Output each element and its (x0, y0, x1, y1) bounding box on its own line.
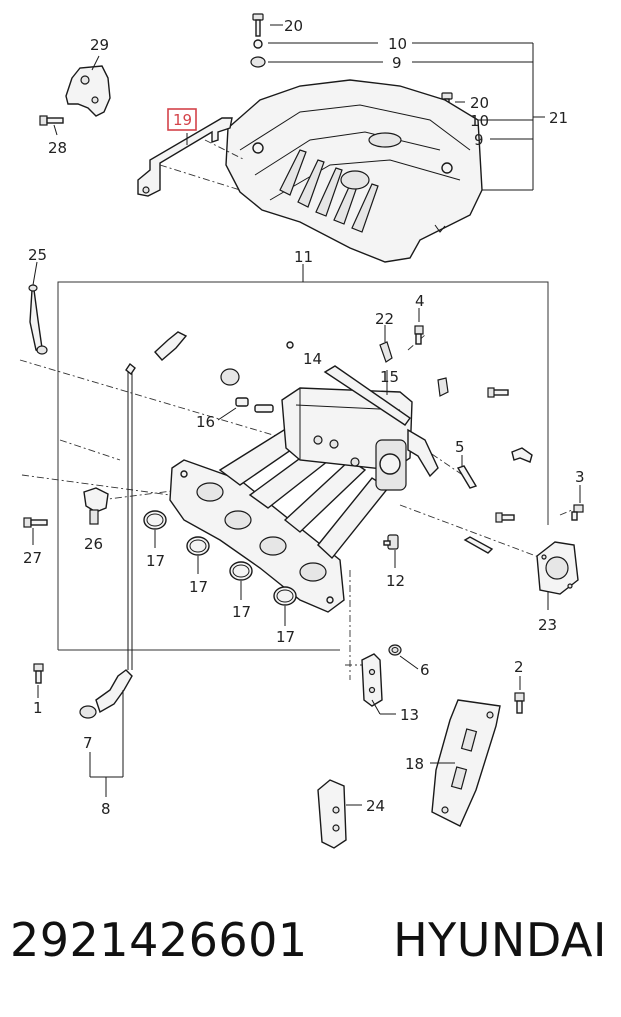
sensor-26 (83, 487, 109, 525)
clip-right (437, 377, 449, 397)
bolt-right-a (487, 387, 509, 398)
bolt-3 (571, 504, 584, 521)
callout-17-c: 17 (232, 603, 251, 621)
callout-13: 13 (400, 706, 419, 724)
callout-4: 4 (415, 292, 425, 310)
bolt-4 (414, 325, 424, 345)
stud-5 (456, 465, 478, 489)
callout-16: 16 (196, 413, 215, 431)
callout-9-right: 9 (474, 131, 484, 149)
callout-14: 14 (303, 350, 322, 368)
callout-29: 29 (90, 36, 109, 54)
harness-25 (28, 284, 48, 355)
callout-15: 15 (380, 368, 399, 386)
callout-12: 12 (386, 572, 405, 590)
plug-caps (220, 341, 294, 386)
callout-17-d: 17 (276, 628, 295, 646)
hose-upper (125, 331, 188, 670)
callout-25: 25 (28, 246, 47, 264)
callout-2: 2 (514, 658, 524, 676)
fitting-right (511, 447, 533, 463)
gaskets-17 (143, 510, 297, 626)
fitting-12 (383, 534, 399, 550)
bracket-13 (361, 653, 383, 707)
callout-10-right: 10 (470, 112, 489, 130)
callout-28: 28 (48, 139, 67, 157)
engine-cover (225, 79, 483, 263)
callout-21: 21 (549, 109, 568, 127)
callout-11: 11 (294, 248, 313, 266)
assembly-11-frame (57, 264, 549, 651)
bolt-2 (514, 692, 525, 714)
callout-3: 3 (575, 468, 585, 486)
bolt-27 (23, 517, 48, 528)
bracket-19 (137, 117, 233, 197)
callout-19-highlight (167, 108, 197, 131)
bolt-1 (33, 663, 44, 684)
washer-10-top (253, 39, 263, 49)
gasket-23 (536, 541, 579, 595)
exploded-parts-diagram: 20 10 9 21 20 10 9 29 28 19 25 11 4 22 1… (19, 13, 585, 849)
part-number: 2921426601 (10, 913, 308, 967)
stay-18 (431, 699, 501, 827)
callout-10-top: 10 (388, 35, 407, 53)
bracket-22 (379, 341, 393, 363)
callout-26: 26 (84, 535, 103, 553)
callout-18: 18 (405, 755, 424, 773)
callout-22: 22 (375, 310, 394, 328)
hose-7 (79, 669, 133, 719)
callout-23: 23 (538, 616, 557, 634)
callout-20-top: 20 (284, 17, 303, 35)
callout-9-top: 9 (392, 54, 402, 72)
stud-lower (463, 536, 494, 554)
hose-bracket-8 (89, 690, 124, 797)
brand-name: HYUNDAI (393, 913, 607, 967)
callout-6: 6 (420, 661, 430, 679)
rail-15 (323, 365, 411, 426)
callout-7: 7 (83, 734, 93, 752)
callout-27: 27 (23, 549, 42, 567)
callout-24: 24 (366, 797, 385, 815)
nut-6 (388, 644, 402, 656)
part-info-footer: 2921426601 HYUNDAI (0, 905, 621, 975)
bolt-right-b (495, 512, 515, 523)
callout-17-a: 17 (146, 552, 165, 570)
intake-manifold-11 (169, 387, 439, 613)
callout-5: 5 (455, 438, 465, 456)
callout-1: 1 (33, 699, 43, 717)
callout-8: 8 (101, 800, 111, 818)
callout-17-b: 17 (189, 578, 208, 596)
callout-20-right: 20 (470, 94, 489, 112)
bolt-28 (39, 115, 64, 126)
callout-19: 19 (173, 111, 192, 129)
bolt-20-top (252, 13, 264, 37)
sensor-16 (235, 397, 274, 413)
bracket-29 (65, 65, 111, 117)
bracket-24 (317, 779, 347, 849)
grommet-9-top (250, 56, 266, 68)
